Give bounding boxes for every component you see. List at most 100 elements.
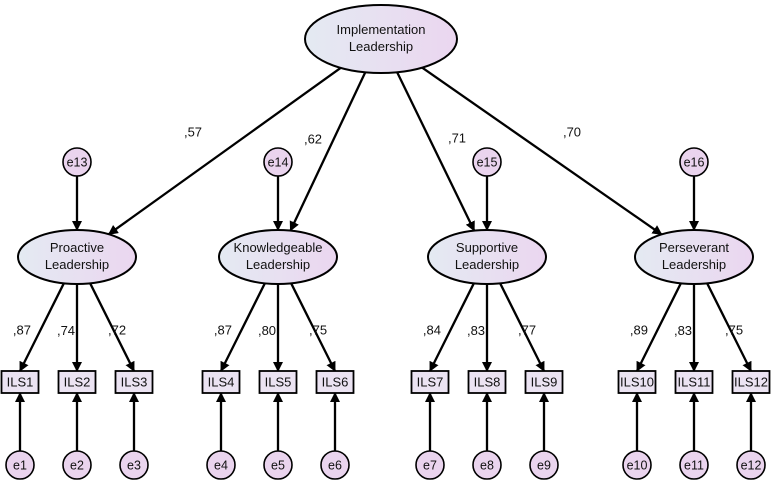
- indicator-box: [524, 370, 564, 394]
- loading-proactive: ,57: [184, 124, 202, 139]
- indicator-ILS1: ILS1: [0, 370, 40, 394]
- indicator-label: ILS3: [121, 374, 148, 389]
- error-term-e16: e16: [679, 147, 709, 177]
- indicator-label: ILS1: [7, 374, 34, 389]
- latent-supportive-leadership-label-line: Supportive: [456, 240, 518, 255]
- loading-ILS5: ,80: [258, 323, 276, 338]
- loading-ILS11: ,83: [674, 323, 692, 338]
- nodes-layer: ImplementationLeadershipe13ProactiveLead…: [0, 4, 771, 480]
- indicator-box: [114, 370, 154, 394]
- indicator-ILS9: ILS9: [524, 370, 564, 394]
- error-term-e3: e3: [119, 450, 149, 480]
- error-label: e1: [13, 458, 27, 472]
- loading-ILS6: ,75: [309, 323, 327, 338]
- indicator-label: ILS7: [417, 374, 444, 389]
- error-term-e1: e1: [5, 450, 35, 480]
- loading-ILS1: ,87: [13, 323, 31, 338]
- error-circle: [263, 450, 293, 480]
- latent-perseverant-leadership-shape: [634, 229, 754, 285]
- error-circle: [529, 450, 559, 480]
- error-circle: [472, 450, 502, 480]
- indicator-label: ILS12: [734, 374, 768, 389]
- error-label: e6: [328, 458, 342, 472]
- loading-knowledgeable: ,62: [304, 131, 322, 146]
- error-circle: [263, 147, 293, 177]
- error-term-e7: e7: [415, 450, 445, 480]
- indicator-box: [467, 370, 507, 394]
- error-term-e10: e10: [622, 450, 652, 480]
- error-circle: [62, 450, 92, 480]
- indicator-label: ILS4: [208, 374, 235, 389]
- error-term-e8: e8: [472, 450, 502, 480]
- loading-path-ILS7: [428, 282, 475, 372]
- indicator-ILS6: ILS6: [315, 370, 355, 394]
- indicator-box: [617, 370, 657, 394]
- loading-ILS10: ,89: [630, 323, 648, 338]
- loading-path-ILS6: [290, 282, 337, 372]
- loading-ILS2: ,74: [57, 323, 75, 338]
- indicator-label: ILS11: [677, 374, 710, 389]
- error-label: e10: [627, 458, 648, 472]
- error-term-e12: e12: [736, 450, 766, 480]
- error-circle: [472, 147, 502, 177]
- latent-perseverant-leadership-label-line: Leadership: [662, 257, 726, 272]
- loading-path-ILS9: [499, 282, 546, 372]
- error-label: e13: [67, 155, 88, 169]
- indicator-ILS11: ILS11: [674, 370, 714, 394]
- indicator-ILS8: ILS8: [467, 370, 507, 394]
- indicator-ILS12: ILS12: [731, 370, 771, 394]
- indicator-ILS3: ILS3: [114, 370, 154, 394]
- error-term-e15: e15: [472, 147, 502, 177]
- indicator-ILS2: ILS2: [57, 370, 97, 394]
- error-term-e9: e9: [529, 450, 559, 480]
- loading-path-ILS10: [635, 282, 682, 372]
- latent-implementation-leadership-shape: [304, 4, 458, 74]
- loading-path-ILS3: [89, 282, 136, 372]
- latent-knowledgeable-leadership-shape: [218, 229, 338, 285]
- latent-proactive-leadership-shape: [17, 229, 137, 285]
- error-label: e15: [477, 155, 498, 169]
- indicator-label: ILS6: [322, 374, 349, 389]
- error-label: e9: [537, 458, 551, 472]
- latent-knowledgeable-leadership-label-line: Knowledgeable: [234, 240, 323, 255]
- error-label: e8: [480, 458, 494, 472]
- error-circle: [5, 450, 35, 480]
- indicator-ILS10: ILS10: [617, 370, 657, 394]
- indicator-label: ILS9: [531, 374, 558, 389]
- loading-ILS8: ,83: [467, 323, 485, 338]
- error-label: e11: [684, 458, 704, 472]
- indicator-box: [258, 370, 298, 394]
- error-circle: [206, 450, 236, 480]
- error-term-e5: e5: [263, 450, 293, 480]
- indicator-box: [674, 370, 714, 394]
- structural-path-proactive: [107, 66, 342, 236]
- latent-proactive-leadership-label-line: Leadership: [45, 257, 109, 272]
- error-term-e14: e14: [263, 147, 293, 177]
- loading-perseverant: ,70: [563, 124, 581, 139]
- loading-ILS4: ,87: [214, 323, 232, 338]
- indicator-box: [410, 370, 450, 394]
- error-label: e2: [70, 458, 84, 472]
- indicator-label: ILS10: [620, 374, 654, 389]
- structural-path-knowledgeable: [289, 71, 367, 232]
- loading-ILS12: ,75: [725, 323, 743, 338]
- indicator-ILS4: ILS4: [201, 370, 241, 394]
- error-circle: [119, 450, 149, 480]
- indicator-box: [731, 370, 771, 394]
- loading-path-ILS1: [18, 282, 65, 372]
- loading-path-ILS4: [219, 282, 266, 372]
- indicator-label: ILS5: [265, 374, 292, 389]
- coefficient-labels-layer: ,57,87,74,72,62,87,80,75,71,84,83,77,70,…: [13, 124, 743, 338]
- error-label: e3: [127, 458, 141, 472]
- indicator-box: [201, 370, 241, 394]
- latent-implementation-leadership-label-line: Implementation: [337, 22, 426, 37]
- latent-supportive-leadership-shape: [427, 229, 547, 285]
- error-circle: [679, 450, 709, 480]
- structural-path-perseverant: [421, 66, 663, 236]
- latent-perseverant-leadership-label-line: Perseverant: [659, 240, 729, 255]
- error-term-e6: e6: [320, 450, 350, 480]
